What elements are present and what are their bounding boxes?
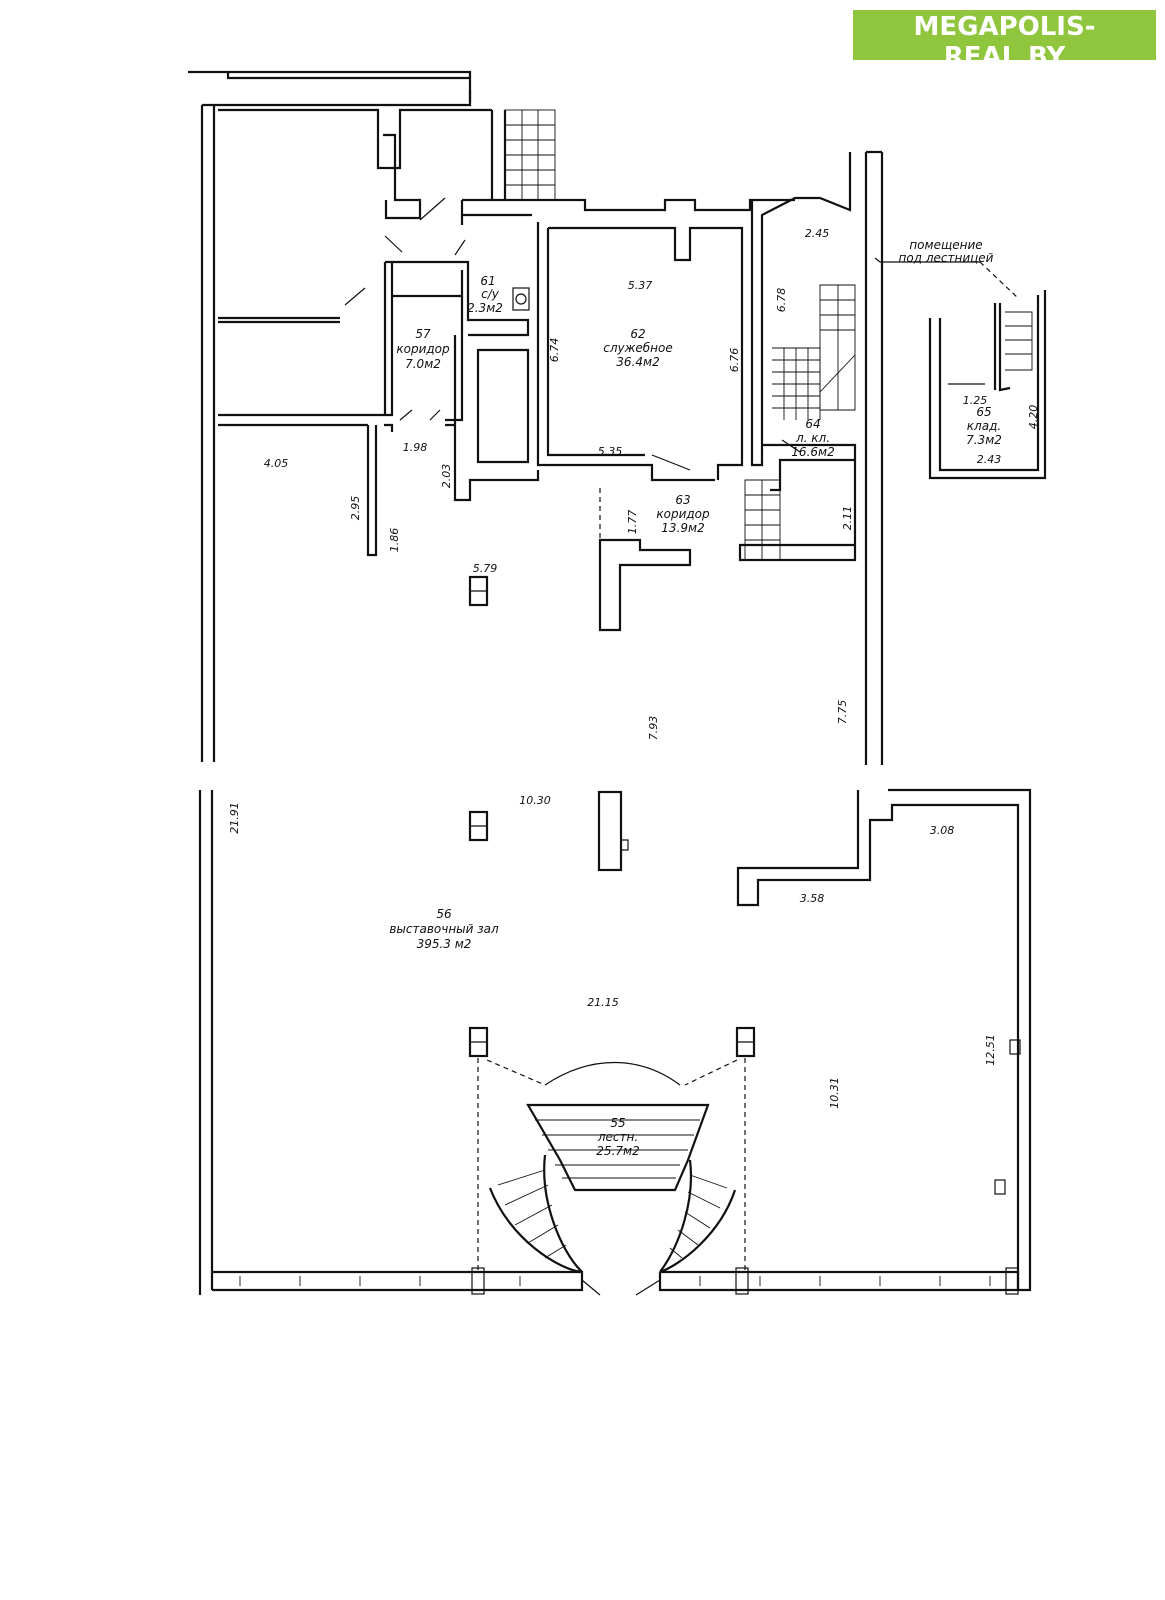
room-61-area: 2.3м2 xyxy=(467,301,503,315)
logo-tagline: портал о коммерческой недвижимости в Бел… xyxy=(875,73,1134,85)
dim-775: 7.75 xyxy=(836,700,849,725)
dim-358: 3.58 xyxy=(800,892,825,905)
walls xyxy=(188,70,1032,1296)
dim-203: 2.03 xyxy=(440,464,453,489)
under-stairs-line-2: под лестницей xyxy=(899,251,994,265)
room-63-area: 13.9м2 xyxy=(661,521,704,535)
dim-535: 5.35 xyxy=(598,445,623,458)
room-label-64: 64 л. кл. 16.6м2 xyxy=(791,417,834,459)
room-57-area: 7.0м2 xyxy=(405,357,441,371)
under-stairs-line-1: помещение xyxy=(909,238,982,252)
dimension-labels: 5.37 6.74 6.76 5.35 2.45 6.78 1.77 2.11 … xyxy=(228,227,1040,1109)
stairs-55 xyxy=(477,1058,746,1274)
dim-198: 1.98 xyxy=(403,441,428,454)
room-label-61: 61 с/у 2.3м2 xyxy=(467,274,503,315)
dim-579: 5.79 xyxy=(473,562,498,575)
room-56-area: 395.3 м2 xyxy=(417,937,472,951)
dim-2191: 21.91 xyxy=(228,802,241,834)
room-label-56: 56 выставочный зал 395.3 м2 xyxy=(389,907,499,951)
room-63-num: 63 xyxy=(675,493,690,507)
dim-537: 5.37 xyxy=(628,279,653,292)
dim-420: 4.20 xyxy=(1027,405,1040,430)
room-65-num: 65 xyxy=(976,405,991,419)
room-56-num: 56 xyxy=(436,907,452,921)
site-logo[interactable]: MEGAPOLIS-REAL.BY портал о коммерческой … xyxy=(853,10,1156,85)
room-65-name: клад. xyxy=(967,419,1001,433)
room-65-area: 7.3м2 xyxy=(966,433,1002,447)
dim-674: 6.74 xyxy=(548,338,561,363)
room-label-57: 57 коридор 7.0м2 xyxy=(396,327,450,371)
dim-678: 6.78 xyxy=(775,288,788,313)
under-stairs-note: помещение под лестницей xyxy=(899,238,994,265)
room-57-num: 57 xyxy=(415,327,431,341)
dim-211: 2.11 xyxy=(841,506,854,531)
room-55-area: 25.7м2 xyxy=(596,1144,639,1158)
room-label-65: 65 клад. 7.3м2 xyxy=(966,405,1002,447)
dim-308: 3.08 xyxy=(930,824,955,837)
dim-125: 1.25 xyxy=(963,394,988,407)
room-57-name: коридор xyxy=(396,342,450,356)
dim-245: 2.45 xyxy=(805,227,830,240)
stairs-64 xyxy=(744,284,856,561)
room-label-62: 62 служебное 36.4м2 xyxy=(603,327,673,369)
room-62-area: 36.4м2 xyxy=(616,355,659,369)
room-64-area: 16.6м2 xyxy=(791,445,834,459)
room-63-name: коридор xyxy=(656,507,710,521)
bathroom-61-fixtures xyxy=(512,287,530,311)
dim-793: 7.93 xyxy=(647,716,660,741)
room-label-55: 55 лестн. 25.7м2 xyxy=(596,1116,639,1158)
dim-2115: 21.15 xyxy=(587,996,619,1009)
room-61-name: с/у xyxy=(481,287,500,301)
dim-676: 6.76 xyxy=(728,348,741,373)
room-64-name: л. кл. xyxy=(795,431,830,445)
room-label-63: 63 коридор 13.9м2 xyxy=(656,493,710,535)
dim-1251: 12.51 xyxy=(984,1034,997,1066)
dim-405: 4.05 xyxy=(264,457,289,470)
dim-186: 1.86 xyxy=(388,528,401,553)
room-62-num: 62 xyxy=(630,327,645,341)
room-64-num: 64 xyxy=(805,417,820,431)
room-56-name: выставочный зал xyxy=(389,922,499,936)
doors xyxy=(344,197,801,471)
room-55-num: 55 xyxy=(610,1116,625,1130)
room-62-name: служебное xyxy=(603,341,673,355)
dim-177: 1.77 xyxy=(626,510,639,535)
logo-site-name: MEGAPOLIS-REAL.BY xyxy=(913,12,1096,72)
dim-1030: 10.30 xyxy=(519,794,551,807)
room-61-num: 61 xyxy=(480,274,495,288)
storage-65-inset xyxy=(874,257,1047,480)
room-55-name: лестн. xyxy=(597,1130,638,1144)
dim-1031: 10.31 xyxy=(828,1077,841,1109)
dim-243: 2.43 xyxy=(977,453,1002,466)
dim-295: 2.95 xyxy=(349,496,362,521)
